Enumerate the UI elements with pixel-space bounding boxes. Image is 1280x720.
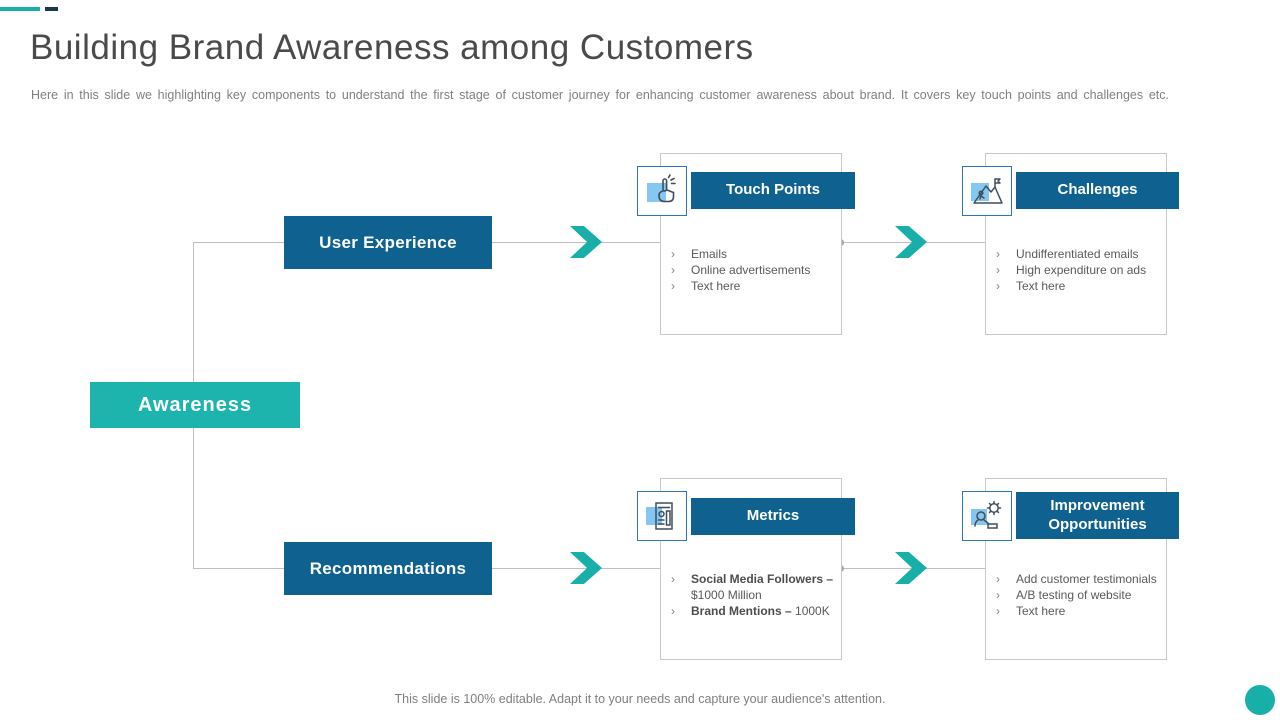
card-metrics: Metrics › Social Media Followers – $1000 … — [637, 478, 855, 660]
slide-subtitle: Here in this slide we highlighting key c… — [31, 88, 1169, 102]
touch-points-list: › Emails › Online advertisements › Text her… — [671, 246, 835, 294]
page-title: Building Brand Awareness among Customers — [30, 28, 754, 67]
top-accent-dash — [45, 7, 58, 11]
metric-value: 1000K — [791, 604, 830, 618]
metric-name: Brand Mentions – — [691, 604, 792, 618]
chevron-bullet-icon: › — [996, 263, 1000, 277]
chevron-bullet-icon: › — [671, 604, 675, 618]
chevron-bullet-icon: › — [996, 572, 1000, 586]
chevron-bullet-icon: › — [671, 263, 675, 277]
card-improvement-opportunities: Improvement Opportunities — [962, 478, 1179, 660]
chevron-bullet-icon: › — [671, 572, 675, 586]
metric-value: $1000 Million — [691, 588, 762, 602]
improvement-opportunities-list: › Add customer testimonials › A/B testing … — [996, 571, 1160, 619]
list-item-label: Brand Mentions – 1000K — [691, 603, 830, 619]
chevron-bullet-icon: › — [671, 279, 675, 293]
list-item-label: Text here — [691, 279, 741, 293]
chevron-bullet-icon: › — [996, 588, 1000, 602]
list-item-label: High expenditure on ads — [1016, 263, 1147, 277]
list-item-label: Text here — [1016, 604, 1066, 618]
card-header-improvement-opportunities: Improvement Opportunities — [1016, 492, 1179, 539]
card-challenges: Challenges › Undifferentiated emails › Hig… — [962, 153, 1179, 335]
chevron-bullet-icon: › — [996, 247, 1000, 261]
list-item: › Text here — [671, 278, 835, 294]
chevron-bullet-icon: › — [996, 604, 1000, 618]
list-item: › Undifferentiated emails — [996, 246, 1160, 262]
mountain-flag-icon — [962, 166, 1012, 216]
footer-note: This slide is 100% editable. Adapt it to… — [394, 692, 886, 706]
list-item: › Social Media Followers – $1000 Million — [671, 571, 835, 603]
list-item-label: Undifferentiated emails — [1016, 247, 1139, 261]
metrics-list: ›Social Media Followers – $1000 Million … — [671, 571, 835, 619]
card-touch-points: Touch Points › Emails › Online advertiseme… — [637, 153, 855, 335]
list-item: › Emails — [671, 246, 835, 262]
dashboard-icon — [637, 491, 687, 541]
list-item: › A/B testing of website — [996, 587, 1160, 603]
chevron-bullet-icon: › — [996, 279, 1000, 293]
list-item-label: Text here — [1016, 279, 1066, 293]
arrow-right-icon — [895, 226, 927, 258]
arrow-right-icon — [570, 552, 602, 584]
list-item: › Text here — [996, 278, 1160, 294]
corner-circle-decoration — [1245, 685, 1275, 715]
card-header-touch-points: Touch Points — [691, 172, 855, 209]
card-header-challenges: Challenges — [1016, 172, 1179, 209]
chevron-bullet-icon: › — [671, 247, 675, 261]
arrow-right-icon — [570, 226, 602, 258]
top-accent-line — [0, 7, 40, 11]
stage-box-user-experience: User Experience — [284, 216, 492, 269]
list-item-label: Online advertisements — [691, 263, 811, 277]
arrow-right-icon — [895, 552, 927, 584]
stage-box-awareness: Awareness — [90, 382, 300, 428]
innovation-gear-icon — [962, 491, 1012, 541]
challenges-list: › Undifferentiated emails › High expenditu… — [996, 246, 1160, 294]
list-item: › Online advertisements — [671, 262, 835, 278]
list-item: › High expenditure on ads — [996, 262, 1160, 278]
list-item-label: A/B testing of website — [1016, 588, 1132, 602]
tap-hand-icon — [637, 166, 687, 216]
list-item: › Text here — [996, 603, 1160, 619]
list-item: › Brand Mentions – 1000K — [671, 603, 835, 619]
list-item-label: Add customer testimonials — [1016, 572, 1157, 586]
list-item-label: Social Media Followers – $1000 Million — [691, 571, 835, 603]
list-item-label: Emails — [691, 247, 728, 261]
stage-box-recommendations: Recommendations — [284, 542, 492, 595]
metric-name: Social Media Followers – — [691, 572, 834, 586]
list-item: › Add customer testimonials — [996, 571, 1160, 587]
card-header-metrics: Metrics — [691, 498, 855, 535]
